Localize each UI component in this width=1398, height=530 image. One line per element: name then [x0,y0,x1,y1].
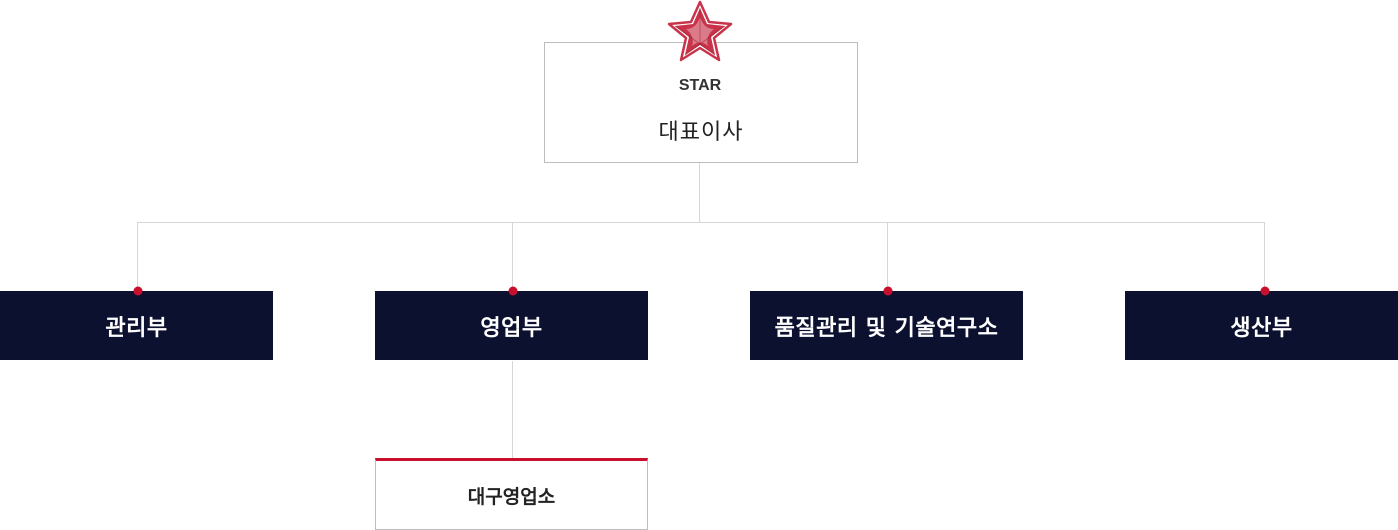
connector-dot-admin [133,286,142,296]
sub-unit-label: 대구영업소 [467,485,556,508]
dept-label: 생산부 [1230,315,1293,341]
dept-label: 영업부 [480,315,543,341]
ceo-node: 대표이사 [544,42,858,163]
sub-connector-sales [512,361,513,458]
star-logo-icon: STAR [667,0,733,94]
dept-label: 품질관리 및 기술연구소 [774,315,999,341]
dept-connector-production [1264,222,1265,291]
ceo-connector-vertical [699,162,700,223]
dept-label: 관리부 [105,315,168,341]
star-logo: STAR [660,0,740,94]
dept-sales: 영업부 [375,291,648,360]
connector-dot-sales [508,286,517,296]
dept-quality-research: 품질관리 및 기술연구소 [750,291,1023,360]
logo-text: STAR [679,77,722,94]
dept-admin: 관리부 [0,291,273,360]
dept-connector-admin [137,222,138,291]
ceo-title: 대표이사 [658,120,744,145]
dept-production: 생산부 [1125,291,1398,360]
dept-connector-quality [887,222,888,291]
dept-connector-sales [512,222,513,291]
connector-dot-production [1260,286,1269,296]
department-connector-horizontal [137,222,1265,223]
connector-dot-quality [883,286,892,296]
sub-unit-daegu-office: 대구영업소 [375,458,648,530]
